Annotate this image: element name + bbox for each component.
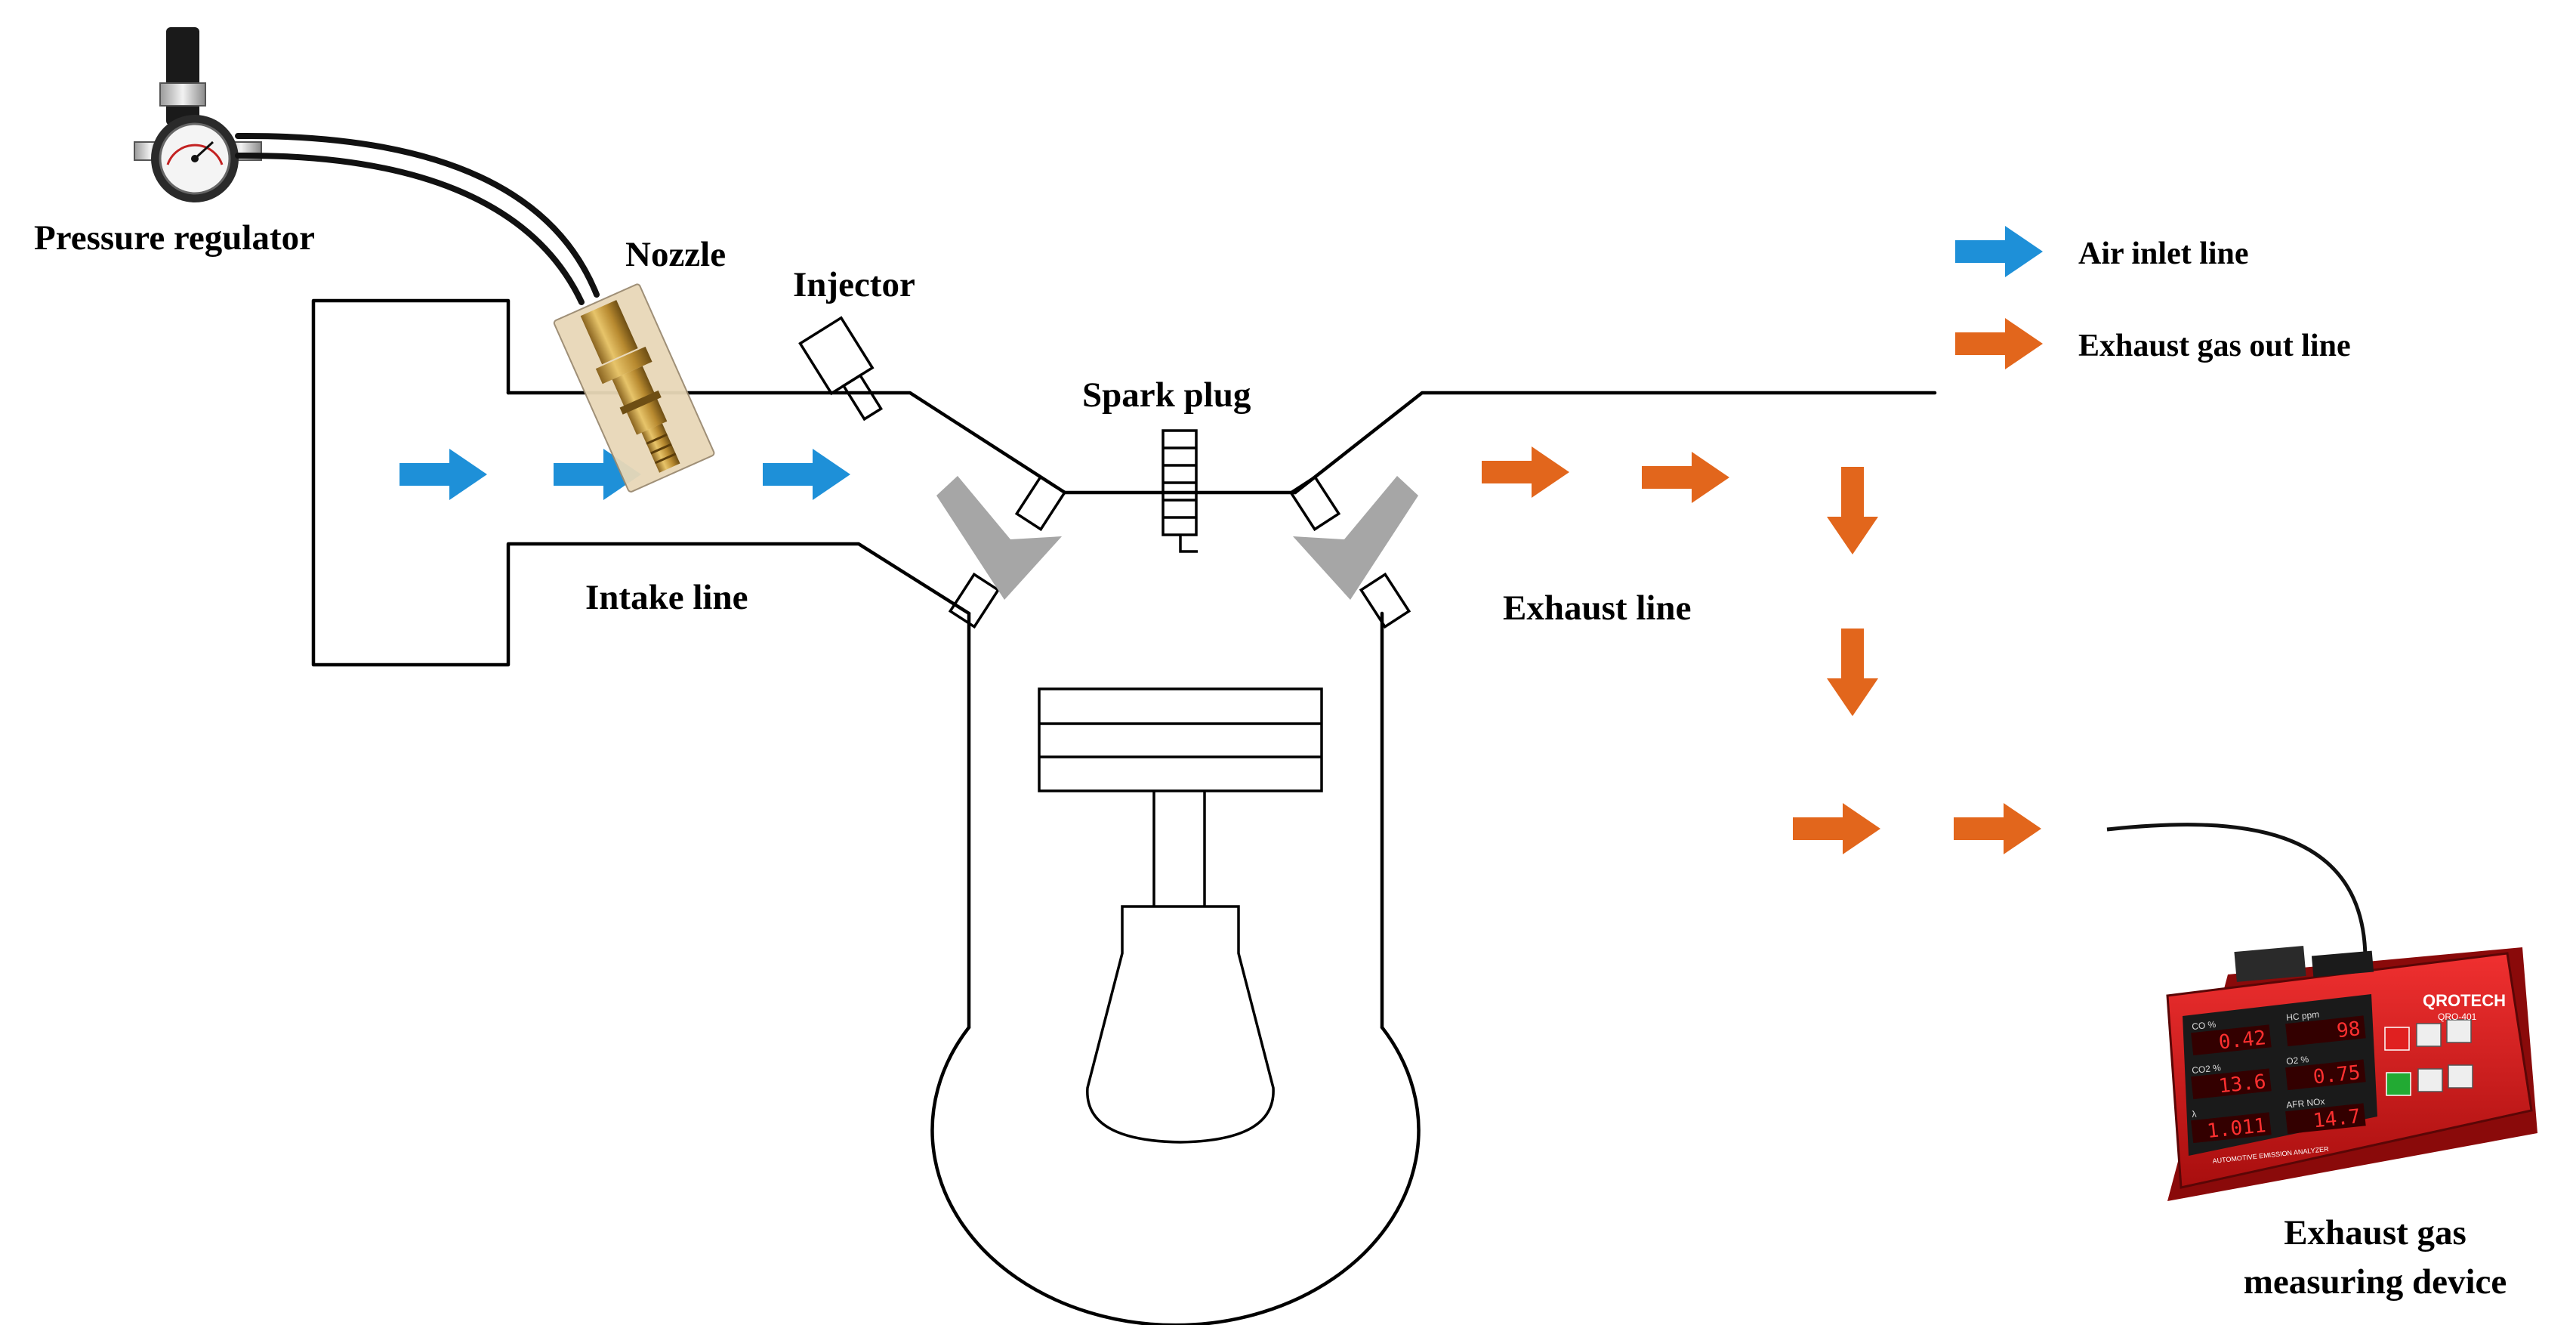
spark-plug-icon bbox=[1162, 429, 1198, 553]
legend-air-arrow bbox=[1955, 226, 2043, 277]
exhaust-duct bbox=[1293, 391, 1937, 495]
analyzer-readout: CO %0.42 bbox=[2191, 1019, 2272, 1056]
intake-flow-chevron bbox=[936, 476, 1062, 600]
exhaust-device-label-line1: Exhaust gas bbox=[2284, 1213, 2466, 1252]
exhaust-flow-chevron bbox=[1293, 476, 1418, 600]
legend-label: Air inlet line bbox=[2078, 236, 2249, 271]
piston-icon bbox=[1038, 687, 1323, 1144]
readout-value: 13.6 bbox=[2218, 1070, 2267, 1098]
readout-value: 14.7 bbox=[2312, 1105, 2362, 1132]
analyzer-readout: O2 %0.75 bbox=[2285, 1054, 2366, 1091]
readout-name: λ bbox=[2192, 1109, 2197, 1120]
readout-value: 0.75 bbox=[2312, 1061, 2362, 1089]
legend-item: Air inlet line bbox=[1955, 226, 2249, 277]
spark-plug-label: Spark plug bbox=[1082, 375, 1251, 415]
pressure-regulator-label: Pressure regulator bbox=[34, 218, 315, 258]
nozzle-icon bbox=[553, 283, 715, 493]
cylinder bbox=[930, 490, 1421, 1325]
exhaust-arrow bbox=[1642, 452, 1729, 503]
nozzle-label: Nozzle bbox=[625, 235, 726, 274]
exhaust-out-arrows bbox=[1482, 446, 2041, 854]
exhaust-arrow bbox=[1827, 629, 1878, 716]
air-arrow bbox=[763, 449, 850, 500]
flow-chevrons bbox=[936, 476, 1418, 600]
exhaust-arrow bbox=[1954, 803, 2041, 854]
readout-name: AFR NOx bbox=[2286, 1096, 2326, 1110]
analyzer-keypad bbox=[2384, 1019, 2473, 1096]
readout-value: 98 bbox=[2336, 1018, 2362, 1042]
exhaust-arrow bbox=[1827, 467, 1878, 554]
readout-name: HC ppm bbox=[2286, 1009, 2320, 1024]
pressure-gauge-icon bbox=[134, 27, 262, 202]
injector-label: Injector bbox=[793, 265, 915, 304]
air-arrow bbox=[400, 449, 487, 500]
injector-icon bbox=[798, 316, 884, 422]
legend-exhaust-arrow bbox=[1955, 318, 2043, 369]
analyzer-model: QRO-401 bbox=[2438, 1012, 2477, 1022]
legend-label: Exhaust gas out line bbox=[2078, 329, 2351, 363]
readout-name: CO2 % bbox=[2192, 1062, 2222, 1076]
readout-name: O2 % bbox=[2286, 1054, 2310, 1067]
exhaust-line-label: Exhaust line bbox=[1503, 588, 1691, 628]
readout-name: CO % bbox=[2192, 1019, 2217, 1032]
probe-cable bbox=[2106, 823, 2368, 959]
exhaust-arrow bbox=[1482, 446, 1569, 498]
air-hoses bbox=[235, 132, 600, 305]
legend-item: Exhaust gas out line bbox=[1955, 318, 2351, 369]
readout-value: 0.42 bbox=[2218, 1027, 2267, 1054]
analyzer-brand: QROTECH bbox=[2423, 991, 2506, 1010]
analyzer-readout: CO2 %13.6 bbox=[2191, 1062, 2272, 1100]
analyzer-readout: HC ppm 98 bbox=[2285, 1009, 2366, 1047]
exhaust-device-label-line2: measuring device bbox=[2244, 1262, 2507, 1302]
intake-line-label: Intake line bbox=[585, 578, 748, 617]
exhaust-arrow bbox=[1793, 803, 1880, 854]
